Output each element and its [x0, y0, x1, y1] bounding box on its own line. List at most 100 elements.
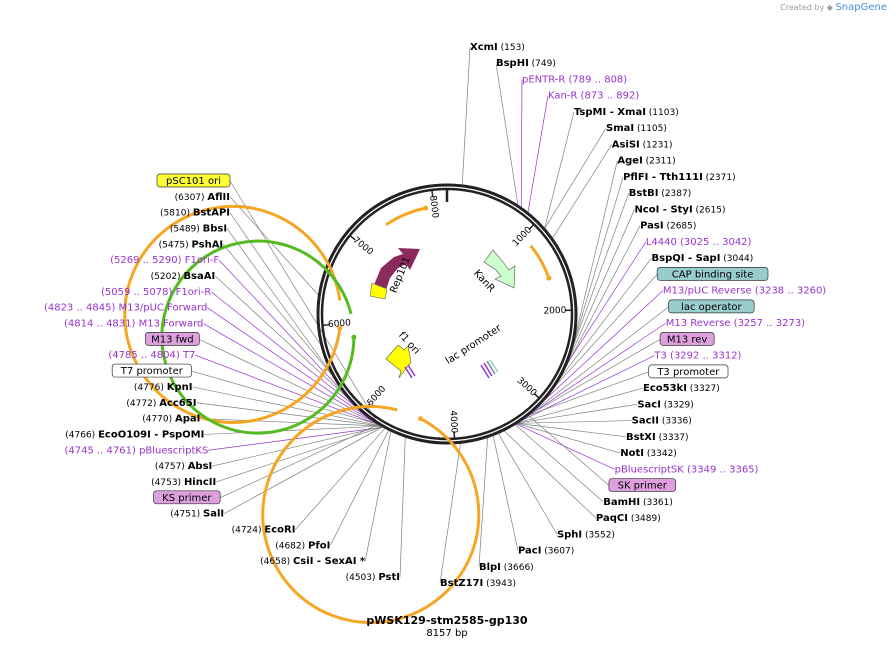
map-label[interactable]: SacI (3329) [637, 399, 693, 410]
map-label[interactable]: (5475) PshAI [159, 239, 223, 250]
map-label[interactable]: CAP binding site [656, 267, 769, 281]
map-label[interactable]: (5202) BsaAI [151, 271, 216, 282]
orf-arrow-f1b [160, 239, 356, 435]
map-label[interactable]: (4682) PfoI [275, 540, 330, 551]
map-label[interactable]: SphI (3552) [557, 529, 615, 540]
leader-line [518, 387, 644, 424]
pSC101-ori-block [369, 282, 388, 300]
map-label[interactable]: T3 promoter [648, 364, 729, 379]
rep101-arrow [374, 248, 420, 290]
map-label[interactable]: lac operator [668, 299, 755, 314]
map-label[interactable]: pENTR-R (789 .. 808) [522, 74, 627, 85]
f1-ori-arrow [385, 344, 412, 379]
map-label[interactable]: PflFI - Tth111I (2371) [623, 172, 736, 183]
leader-line [516, 423, 621, 454]
map-label[interactable]: (6307) AflII [175, 192, 230, 203]
map-label[interactable]: T3 (3292 .. 3312) [653, 351, 741, 362]
map-label[interactable]: AsiSI (1231) [612, 139, 673, 150]
map-label[interactable]: (5489) BbsI [170, 224, 227, 235]
kanr-arrow [483, 249, 516, 289]
map-label[interactable]: (4776) KpnI [134, 382, 193, 393]
map-label[interactable]: (4753) HincII [151, 477, 216, 488]
feature-box-label: lac operator [681, 302, 742, 313]
credit-prefix: Created by [780, 3, 825, 12]
plasmid-name: pWSK129-stm2585-gp130 [366, 614, 527, 627]
map-label[interactable]: (4757) AbsI [155, 461, 212, 472]
enzyme-label: (4724) EcoRI [232, 524, 296, 535]
map-label[interactable]: BstZ17I (3943) [440, 578, 516, 589]
map-label[interactable]: BstXI (3337) [626, 432, 689, 443]
map-label[interactable]: NcoI - StyI (2615) [634, 204, 725, 215]
leader-line [216, 426, 383, 483]
map-label[interactable]: (5059 .. 5078) F1ori-R [101, 287, 211, 298]
orf-arrow-f1b-head [351, 334, 357, 340]
feature-box-label: T3 promoter [656, 367, 720, 378]
map-label[interactable]: TspMI - XmaI (1103) [574, 107, 679, 118]
mcs-feature-stripes [404, 359, 499, 379]
lac-promoter-label: lac promoter [444, 322, 504, 367]
enzyme-label: AgeI (2311) [617, 156, 675, 167]
map-label[interactable]: (4766) EcoO109I - PspOMI [65, 429, 204, 440]
map-label[interactable]: T7 promoter [111, 363, 192, 378]
enzyme-label: PflFI - Tth111I (2371) [623, 172, 736, 183]
map-label[interactable]: BspQI - SapI (3044) [652, 253, 754, 264]
map-label[interactable]: (4658) CsiI - SexAI * [260, 556, 366, 567]
map-label[interactable]: pBluescriptSK (3349 .. 3365) [615, 464, 759, 475]
map-label[interactable]: (4751) SalI [170, 509, 224, 520]
map-label[interactable]: (4724) EcoRI [232, 524, 296, 535]
leader-line [564, 209, 635, 370]
enzyme-label: XcmI (153) [470, 42, 525, 53]
map-label[interactable]: NotI (3342) [620, 448, 677, 459]
map-label[interactable]: BstBI (2387) [629, 188, 692, 199]
map-label[interactable]: (4770) ApaI [142, 414, 200, 425]
enzyme-label: BlpI (3666) [479, 562, 534, 573]
map-label[interactable]: (5269 .. 5290) F1ori-F [110, 255, 219, 266]
map-label[interactable]: PaqCI (3489) [596, 513, 661, 524]
feature-box-label: M13 rev [667, 334, 708, 345]
orf-arrow-lac [261, 405, 481, 624]
map-label[interactable]: (4814 .. 4831) M13 Forward [64, 319, 203, 330]
map-label[interactable]: L4440 (3025 .. 3042) [646, 237, 752, 248]
map-label[interactable]: BamHI (3361) [603, 497, 673, 508]
map-label[interactable]: SmaI (1105) [606, 123, 667, 134]
map-label[interactable]: M13/pUC Reverse (3238 .. 3260) [663, 286, 826, 297]
enzyme-label: (4757) AbsI [155, 461, 212, 472]
map-label[interactable]: (4785 .. 4804) T7 [108, 350, 195, 361]
map-label[interactable]: pSC101 ori [156, 173, 231, 188]
feature-box-label: M13 fwd [151, 334, 193, 345]
leader-line [516, 423, 615, 470]
map-label[interactable]: SK primer [608, 478, 676, 492]
map-label[interactable]: (4823 .. 4845) M13/pUC Forward [44, 303, 207, 314]
map-label[interactable]: (4772) Acc65I [126, 398, 196, 409]
map-label[interactable]: (4745 .. 4761) pBluescriptKS [64, 445, 208, 456]
leader-line [572, 176, 624, 347]
map-label[interactable]: PacI (3607) [518, 546, 574, 557]
map-label[interactable]: PasI (2685) [640, 221, 696, 232]
tick-label-7000: 7000 [351, 235, 375, 257]
tick-3000 [533, 393, 540, 399]
leader-line [560, 225, 641, 377]
map-label[interactable]: Eco53kI (3327) [643, 383, 720, 394]
map-label[interactable]: (4503) PstI [346, 572, 400, 583]
leader-line [399, 437, 406, 578]
map-label[interactable]: SacII (3336) [632, 416, 692, 427]
map-label[interactable]: M13 Reverse (3257 .. 3273) [666, 318, 805, 329]
map-label[interactable]: BspHI (749) [496, 58, 556, 69]
feature-box-label: CAP binding site [672, 269, 754, 280]
map-label[interactable]: (5810) BstAPI [160, 208, 230, 219]
map-label[interactable]: M13 rev [659, 332, 715, 346]
feature-box [153, 490, 221, 505]
primer-label: (5269 .. 5290) F1ori-F [110, 255, 219, 266]
map-label[interactable]: AgeI (2311) [617, 156, 675, 167]
leader-line [461, 46, 471, 185]
orf-arrow-rep-head [423, 205, 429, 211]
enzyme-label: PacI (3607) [518, 546, 574, 557]
map-label[interactable]: Kan-R (873 .. 892) [548, 91, 639, 102]
map-label[interactable]: XcmI (153) [470, 42, 525, 53]
leader-line [528, 339, 661, 416]
map-label[interactable]: KS primer [153, 490, 221, 505]
primer-label: L4440 (3025 .. 3042) [646, 237, 752, 248]
map-label[interactable]: BlpI (3666) [479, 562, 534, 573]
map-label[interactable]: M13 fwd [144, 332, 200, 346]
primer-label: (4823 .. 4845) M13/pUC Forward [44, 303, 207, 314]
